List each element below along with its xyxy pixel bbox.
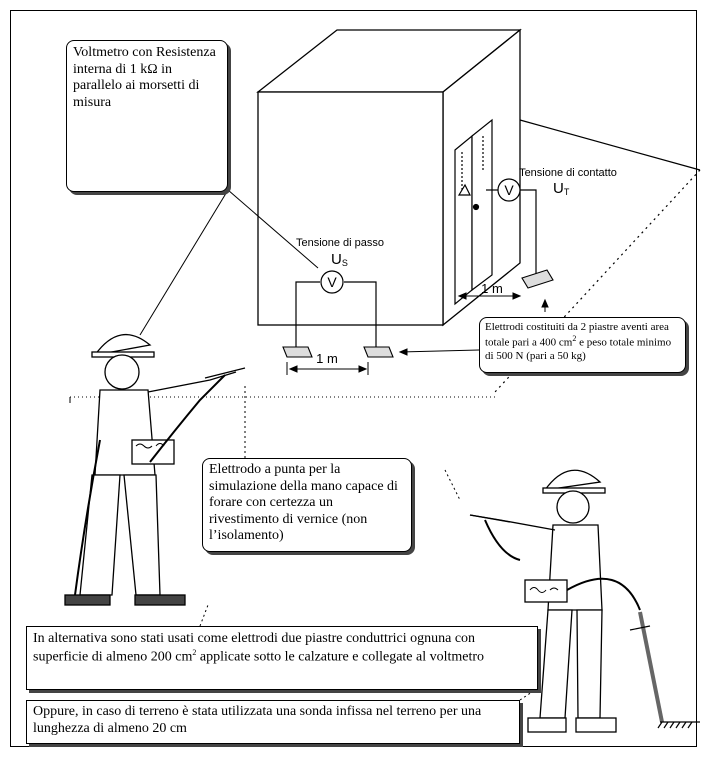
voltmeter-callout: Voltmetro con Resistenza interna di 1 kΩ… [66,40,228,192]
step-plates [282,346,394,358]
contact-voltage-label: Tensione di contatto [519,167,617,179]
diagram-frame [10,10,697,747]
step-distance-label: 1 m [316,351,338,366]
contact-distance-arrow [457,292,522,300]
step-voltmeter-symbol [320,270,344,294]
step-voltmeter-label: V [327,274,337,290]
ground-plane [69,119,701,403]
alternative-plates-callout: In alternativa sono stati usati come ele… [26,626,538,690]
step-voltage-label: Tensione di passo [296,237,384,249]
probe-electrode-callout: Elettrodo a punta per la simulazione del… [202,458,412,552]
contact-voltage-circuit [486,178,537,276]
cabinet-doors [454,118,493,306]
contact-voltmeter-symbol [497,178,521,202]
left-person-figure [64,333,246,606]
contact-voltage-symbol: UT [553,180,570,197]
step-voltage-circuit [295,270,377,347]
contact-voltmeter-label: V [504,182,514,198]
building-cabinet [256,28,522,327]
step-voltage-symbol: US [331,251,348,268]
ground-probe [629,611,700,729]
right-person-figure [469,469,641,733]
leader-lines [139,189,549,701]
step-distance-arrow [286,362,369,375]
contact-plate [521,269,554,289]
ground-probe-callout: Oppure, in caso di terreno è stata utili… [26,700,520,744]
electrodes-callout: Elettrodi costituiti da 2 piastre aventi… [479,317,686,373]
contact-distance-label: 1 m [481,281,503,296]
